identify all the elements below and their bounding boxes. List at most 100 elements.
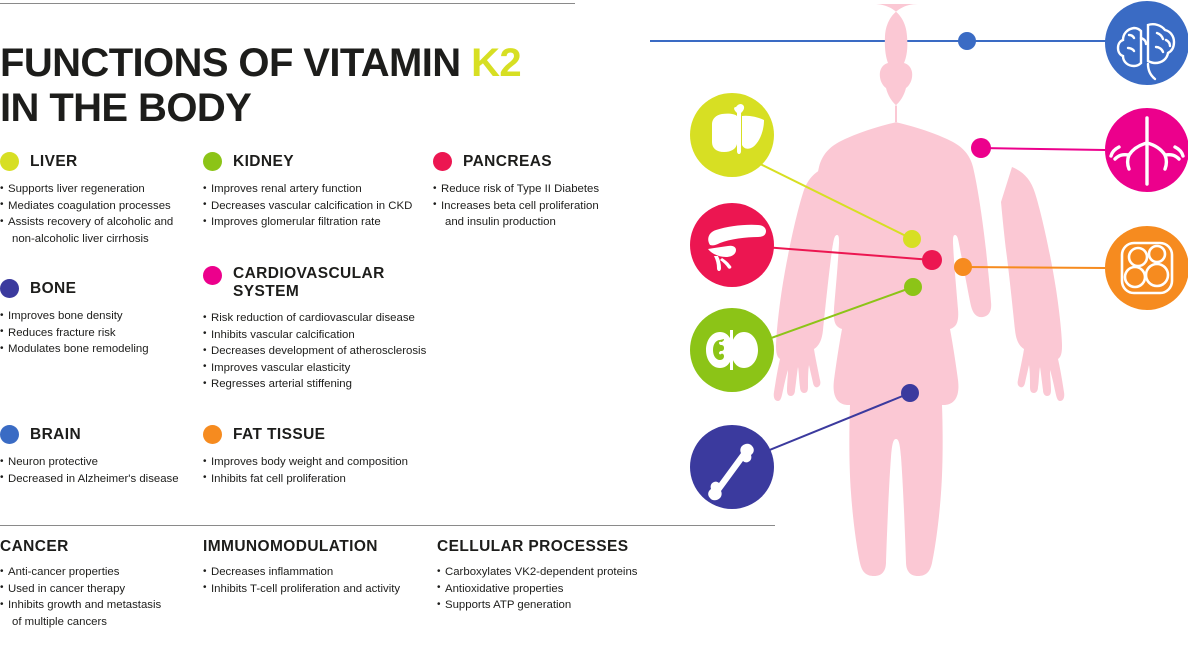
list-item: Reduce risk of Type II Diabetes [433,181,663,198]
list-item: Decreased in Alzheimer's disease [0,470,200,488]
section-liver-bullets: Supports liver regeneration Mediates coa… [0,181,200,247]
fat-tissue-color-dot [203,424,222,444]
section-cardiovascular-header: CARDIOVASCULAR SYSTEM [203,265,453,301]
page-title: FUNCTIONS OF VITAMIN K2 IN THE BODY [0,43,620,128]
liver-icon-badge [690,93,774,177]
title-line2-text: IN THE BODY [0,85,252,130]
section-liver-header: LIVER [0,150,200,172]
section-brain-bullets: Neuron protective Decreased in Alzheimer… [0,454,200,487]
list-item: Anti-cancer properties [0,564,200,581]
section-cardiovascular-label: CARDIOVASCULAR SYSTEM [233,265,385,300]
liver-color-dot [0,151,19,171]
list-item: Improves body weight and composition [203,454,443,471]
list-item: non-alcoholic liver cirrhosis [12,232,149,245]
marker-fat-tissue [954,258,972,276]
list-item: Improves bone density [0,308,200,325]
section-immunomodulation-label: IMMUNOMODULATION [203,538,378,555]
connector-cardiovascular [980,147,1106,151]
section-brain-header: BRAIN [0,423,200,445]
section-cellular-processes-bullets: Carboxylates VK2-dependent proteins Anti… [437,564,687,614]
section-cellular-processes-label: CELLULAR PROCESSES [437,538,629,555]
section-cancer-bullets: Anti-cancer properties Used in cancer th… [0,564,200,630]
marker-pancreas [922,250,942,270]
marker-liver [903,230,921,248]
list-item: Carboxylates VK2-dependent proteins [437,564,687,581]
section-pancreas-label: PANCREAS [463,152,553,170]
section-liver: LIVER Supports liver regeneration Mediat… [0,150,200,247]
pancreas-color-dot [433,151,452,171]
brain-icon [1116,23,1176,81]
connector-liver [741,154,913,240]
bone-icon-badge [690,425,774,509]
section-bone-bullets: Improves bone density Reduces fracture r… [0,308,200,358]
list-item: Risk reduction of cardiovascular disease [203,310,453,327]
human-body-silhouette [773,4,1065,576]
kidney-color-dot [203,151,222,171]
list-item: and insulin production [445,216,556,229]
section-cancer-label: CANCER [0,538,69,555]
list-item: Neuron protective [0,454,200,471]
section-kidney: KIDNEY Improves renal artery function De… [203,150,433,231]
list-item: Inhibits vascular calcification [203,326,453,344]
kidney-icon [706,330,758,370]
list-item: Reduces fracture risk [0,324,200,342]
section-cancer: CANCER Anti-cancer properties Used in ca… [0,538,200,630]
section-immunomodulation: IMMUNOMODULATION Decreases inflammation … [203,538,443,597]
list-item: Regresses arterial stiffening [203,376,453,393]
top-divider-rule [0,3,575,4]
list-item: Increases beta cell proliferation [433,197,663,215]
body-illustration [650,0,1188,650]
fat-cells-icon-badge [1105,226,1188,310]
vascular-icon-badge [1105,108,1188,192]
pancreas-icon [708,224,766,271]
cardiovascular-color-dot [203,266,222,285]
list-item: Inhibits fat cell proliferation [203,470,443,488]
fat-cells-icon [1120,241,1174,295]
section-fat-tissue-label: FAT TISSUE [233,425,326,443]
kidney-icon-badge [690,308,774,392]
section-kidney-header: KIDNEY [203,150,433,172]
section-immunomodulation-bullets: Decreases inflammation Inhibits T-cell p… [203,564,443,597]
bone-color-dot [0,278,19,298]
list-item: Supports liver regeneration [0,181,200,198]
section-kidney-label: KIDNEY [233,152,294,170]
list-item: Mediates coagulation processes [0,197,200,215]
bone-icon [708,443,754,501]
section-cellular-processes: CELLULAR PROCESSES Carboxylates VK2-depe… [437,538,687,614]
list-item: Decreases development of atherosclerosis [203,343,453,360]
list-item: Supports ATP generation [437,597,687,614]
list-item: Improves renal artery function [203,181,433,198]
list-item: Assists recovery of alcoholic and [0,214,200,231]
section-kidney-bullets: Improves renal artery function Decreases… [203,181,433,231]
brain-color-dot [0,424,19,444]
section-pancreas-header: PANCREAS [433,150,663,172]
list-item: Decreases inflammation [203,564,443,581]
section-fat-tissue-header: FAT TISSUE [203,423,443,445]
marker-cardiovascular [971,138,991,158]
section-cardiovascular-bullets: Risk reduction of cardiovascular disease… [203,310,453,393]
section-bone-header: BONE [0,277,200,299]
section-bone-label: BONE [30,279,77,297]
list-item: Improves glomerular filtration rate [203,214,433,231]
section-pancreas-bullets: Reduce risk of Type II Diabetes Increase… [433,181,663,231]
title-line1-text: FUNCTIONS OF VITAMIN [0,40,472,85]
list-item: Improves vascular elasticity [203,359,453,377]
section-bone: BONE Improves bone density Reduces fract… [0,277,200,358]
list-item: Inhibits growth and metastasis [0,597,200,614]
list-item: Modulates bone remodeling [0,341,200,358]
section-brain: BRAIN Neuron protective Decreased in Alz… [0,423,200,487]
brain-icon-badge [1105,1,1188,85]
section-fat-tissue: FAT TISSUE Improves body weight and comp… [203,423,443,487]
section-brain-label: BRAIN [30,425,82,443]
pancreas-icon-badge [690,203,774,287]
section-liver-label: LIVER [30,152,78,170]
section-pancreas: PANCREAS Reduce risk of Type II Diabetes… [433,150,663,231]
liver-icon [712,103,764,154]
marker-kidney [904,278,922,296]
mid-divider-rule [0,525,775,526]
list-item: Inhibits T-cell proliferation and activi… [203,580,443,598]
marker-brain [958,32,976,50]
list-item: Decreases vascular calcification in CKD [203,197,433,215]
marker-bone [901,384,919,402]
